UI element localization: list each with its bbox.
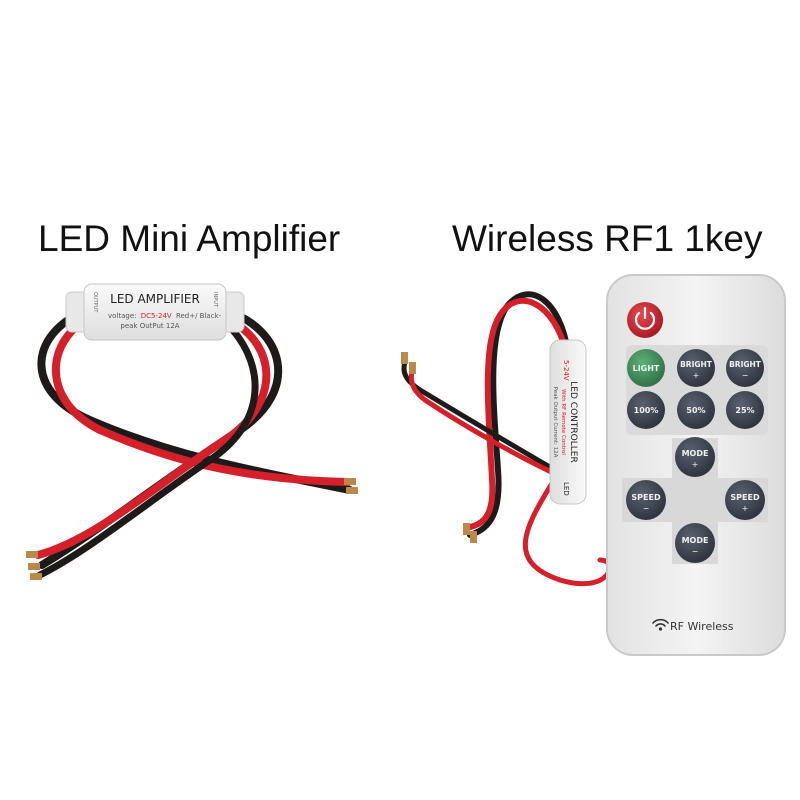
speed-up-button[interactable]: SPEED + [725, 480, 765, 520]
mode-down-label: MODE [682, 536, 709, 545]
rf-brand: RF Wireless [652, 618, 734, 633]
brightness-50-label: 50% [686, 406, 705, 415]
amplifier-voltage-value: DC5-24V [141, 312, 172, 320]
rf-brand-label: RF Wireless [670, 620, 734, 633]
amplifier-module: LED AMPLIFIER voltage: DC5-24V Red+/ Bla… [65, 283, 245, 341]
speed-down-sign: − [643, 504, 650, 513]
controller-wires [401, 291, 612, 587]
speed-down-label: SPEED [631, 493, 661, 502]
controller-subtitle: With RF Remote Control [560, 389, 566, 455]
mode-up-label: MODE [682, 449, 709, 458]
light-button[interactable]: LIGHT [627, 349, 665, 387]
bright-down-label: BRIGHT [729, 360, 762, 369]
amplifier-peak: peak OutPut 12A [120, 322, 179, 330]
controller-led-port: LED [562, 482, 570, 496]
caption-wireless-rf1: Wireless RF1 1key [452, 218, 763, 259]
brightness-25-label: 25% [735, 406, 754, 415]
bright-up-sign: + [693, 371, 700, 380]
wifi-icon [652, 618, 669, 627]
wire-tip [346, 487, 358, 494]
bright-up-button[interactable]: BRIGHT + [677, 349, 715, 387]
controller-module: 5-24V LED CONTROLLER With RF Remote Cont… [549, 339, 587, 505]
bright-up-label: BRIGHT [680, 360, 713, 369]
brightness-50-button[interactable]: 50% [677, 391, 715, 429]
mode-up-button[interactable]: MODE + [675, 437, 715, 477]
wire-tip [26, 551, 38, 558]
wire-tip [409, 362, 416, 374]
wire-tip [30, 573, 42, 580]
amplifier-output-port: OUTPUT [92, 292, 98, 313]
controller-peak: Peak Output Current: 12A [552, 387, 558, 458]
speed-up-sign: + [742, 504, 749, 513]
wire-tip [463, 523, 470, 535]
amplifier-voltage-label: voltage: [108, 312, 137, 320]
light-button-label: LIGHT [633, 364, 660, 373]
controller-voltage: 5-24V [562, 360, 570, 381]
wire-tip [344, 478, 356, 485]
mode-up-sign: + [692, 460, 699, 469]
mode-down-sign: − [692, 547, 699, 556]
wire-tip [470, 531, 477, 543]
brightness-100-button[interactable]: 100% [627, 391, 665, 429]
mode-down-button[interactable]: MODE − [675, 523, 715, 563]
caption-led-mini-amplifier: LED Mini Amplifier [38, 218, 341, 259]
wire-tip [28, 563, 40, 570]
bright-down-button[interactable]: BRIGHT − [726, 349, 764, 387]
speed-up-label: SPEED [730, 493, 760, 502]
bright-down-sign: − [742, 371, 749, 380]
speed-down-button[interactable]: SPEED − [626, 480, 666, 520]
amplifier-wires [26, 304, 358, 580]
power-button[interactable] [627, 302, 663, 338]
wire-tip [401, 352, 408, 364]
controller-title: LED CONTROLLER [568, 381, 578, 462]
brightness-25-button[interactable]: 25% [726, 391, 764, 429]
svg-text:voltage: DC5-24V R: voltage: DC5-24V Red+/ Black- [108, 312, 222, 320]
rf-remote: LIGHT BRIGHT + BRIGHT − 100% 50% 25% MOD… [606, 274, 786, 656]
power-icon [634, 311, 656, 330]
brightness-100-label: 100% [634, 406, 659, 415]
amplifier-input-port: INPUT [212, 292, 218, 308]
amplifier-wire-note: Red+/ Black- [176, 312, 222, 320]
amplifier-title: LED AMPLIFIER [110, 292, 200, 306]
